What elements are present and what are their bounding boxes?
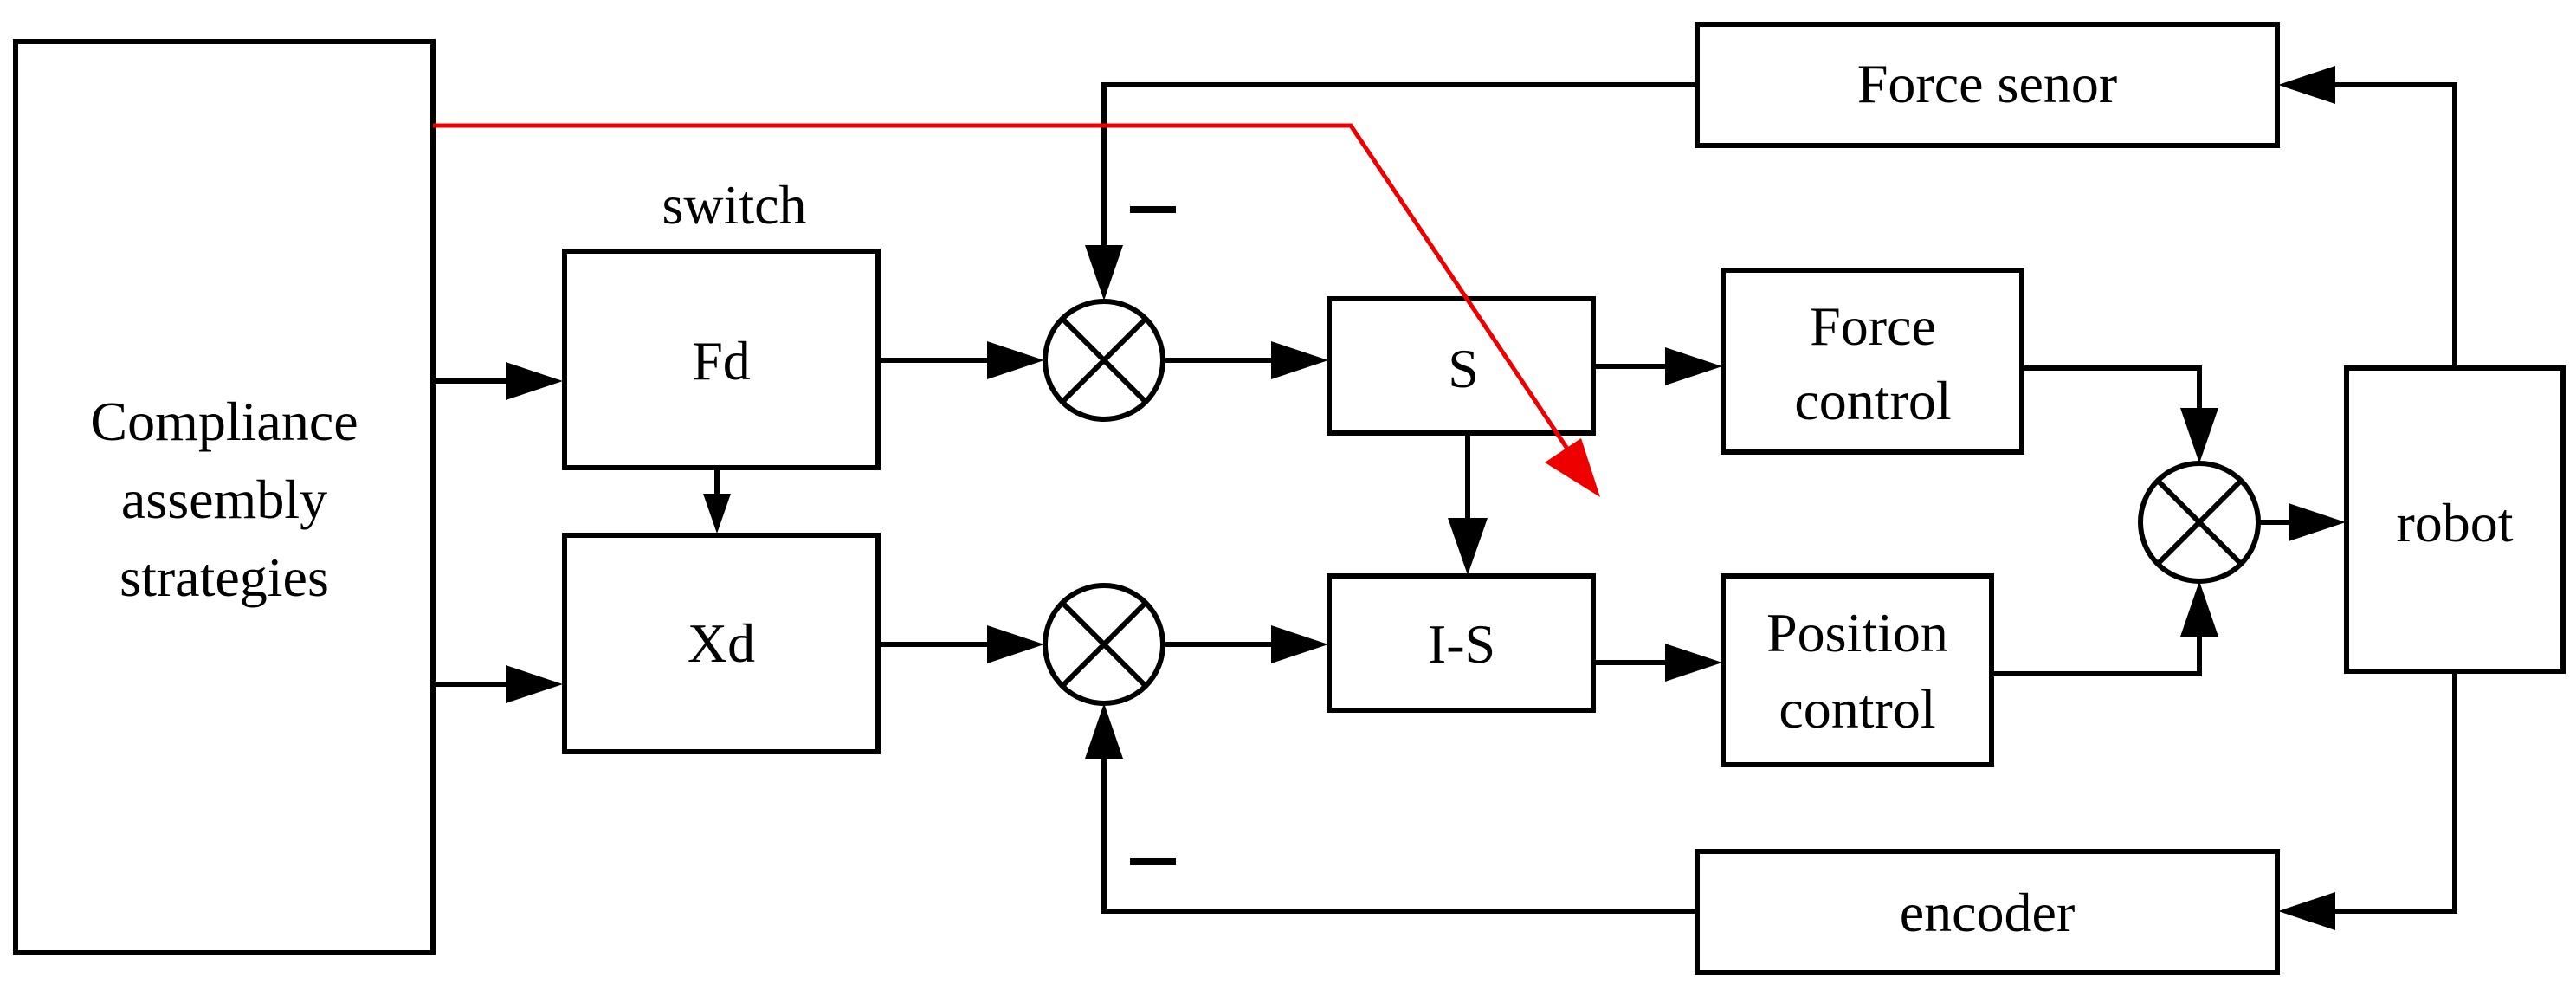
highlight-arrow-strategies-to-selection (433, 123, 1600, 497)
fd-label: Fd (692, 330, 751, 391)
summing-junction-icon (1043, 583, 1165, 706)
arrow-xd-to-sum-bottom (878, 625, 1044, 663)
arrow-strategies-to-xd (433, 665, 563, 703)
arrow-sum-bottom-to-is (1163, 625, 1328, 663)
strategies-block: Compliance assembly strategies (13, 39, 436, 955)
position-control-label-line-2: control (1779, 678, 1935, 740)
encoder-label: encoder (1900, 882, 2076, 943)
arrow-encoder-to-sum-bottom (1085, 703, 1697, 914)
robot-label: robot (2396, 492, 2513, 553)
arrow-sum-top-to-s (1163, 341, 1328, 379)
is-block: I-S (1327, 573, 1596, 713)
s-label: S (1448, 338, 1479, 399)
force-control-block: Force control (1721, 268, 2024, 455)
strategies-label-line-2: assembly (121, 469, 327, 530)
position-control-label-line-1: Position (1766, 602, 1948, 663)
switch-label: switch (662, 174, 806, 236)
arrow-is-to-position-control (1593, 644, 1722, 682)
arrow-fd-to-xd (703, 468, 731, 534)
strategies-label-line-1: Compliance (90, 391, 358, 452)
arrow-fd-to-sum-top (878, 341, 1044, 379)
encoder-block: encoder (1695, 849, 2280, 975)
arrow-strategies-to-fd (433, 362, 563, 400)
strategies-label-line-3: strategies (119, 547, 329, 608)
arrow-robot-to-force-sensor (2278, 66, 2457, 368)
force-control-label-line-1: Force (1810, 295, 1936, 357)
arrow-sum-right-to-robot (2258, 503, 2346, 541)
arrow-force-sensor-to-sum-top (1085, 82, 1697, 301)
xd-block: Xd (562, 533, 881, 754)
is-label: I-S (1428, 613, 1495, 675)
force-sensor-block: Force senor (1695, 22, 2280, 148)
fd-block: Fd (562, 249, 881, 470)
force-control-label-line-2: control (1794, 370, 1951, 431)
arrow-force-control-to-sum-right (2022, 365, 2218, 463)
summing-junction-icon (1043, 299, 1165, 422)
xd-label: Xd (688, 612, 755, 674)
arrow-robot-to-encoder (2278, 671, 2457, 930)
arrow-s-to-force-control (1593, 347, 1722, 385)
robot-block: robot (2344, 365, 2566, 674)
position-control-block: Position control (1721, 573, 1994, 767)
force-sensor-label: Force senor (1857, 53, 2117, 114)
summing-junction-icon (2138, 461, 2261, 584)
s-block: S (1327, 296, 1596, 436)
arrow-position-control-to-sum-right (1992, 581, 2218, 676)
arrow-s-to-is (1448, 433, 1488, 575)
